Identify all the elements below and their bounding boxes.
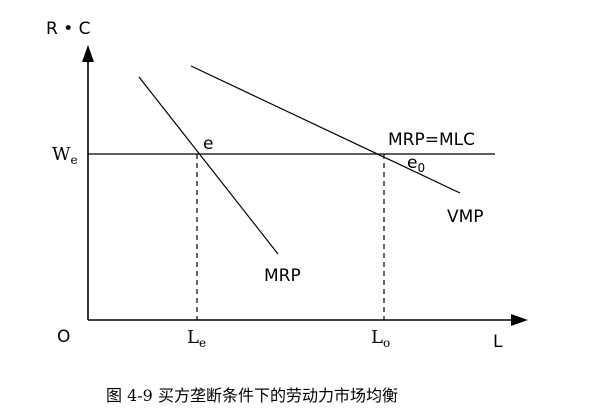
- x-axis-arrowhead: [511, 314, 528, 326]
- wage-label: We: [52, 144, 78, 167]
- le-label-subscript: e: [199, 336, 206, 350]
- origin-label: O: [57, 327, 70, 347]
- mrp-mlc-label: MRP=MLC: [388, 130, 475, 150]
- y-axis-arrowhead: [82, 45, 94, 62]
- figure-caption: 图 4-9 买方垄断条件下的劳动力市场均衡: [106, 386, 398, 405]
- vmp-curve: [190, 65, 461, 194]
- point-e0-subscript: 0: [417, 161, 425, 175]
- lo-label: Lo: [371, 327, 390, 350]
- le-label: Le: [187, 327, 206, 350]
- point-e-label: e: [203, 134, 213, 154]
- mrp-curve: [138, 76, 279, 255]
- wage-label-subscript: e: [71, 153, 78, 167]
- point-e0-label: e0: [407, 153, 425, 175]
- x-axis-label: L: [493, 332, 503, 352]
- mrp-label: MRP: [264, 266, 301, 286]
- vmp-label: VMP: [447, 207, 484, 227]
- lo-label-subscript: o: [383, 336, 390, 350]
- y-axis-label: R • C: [46, 19, 91, 39]
